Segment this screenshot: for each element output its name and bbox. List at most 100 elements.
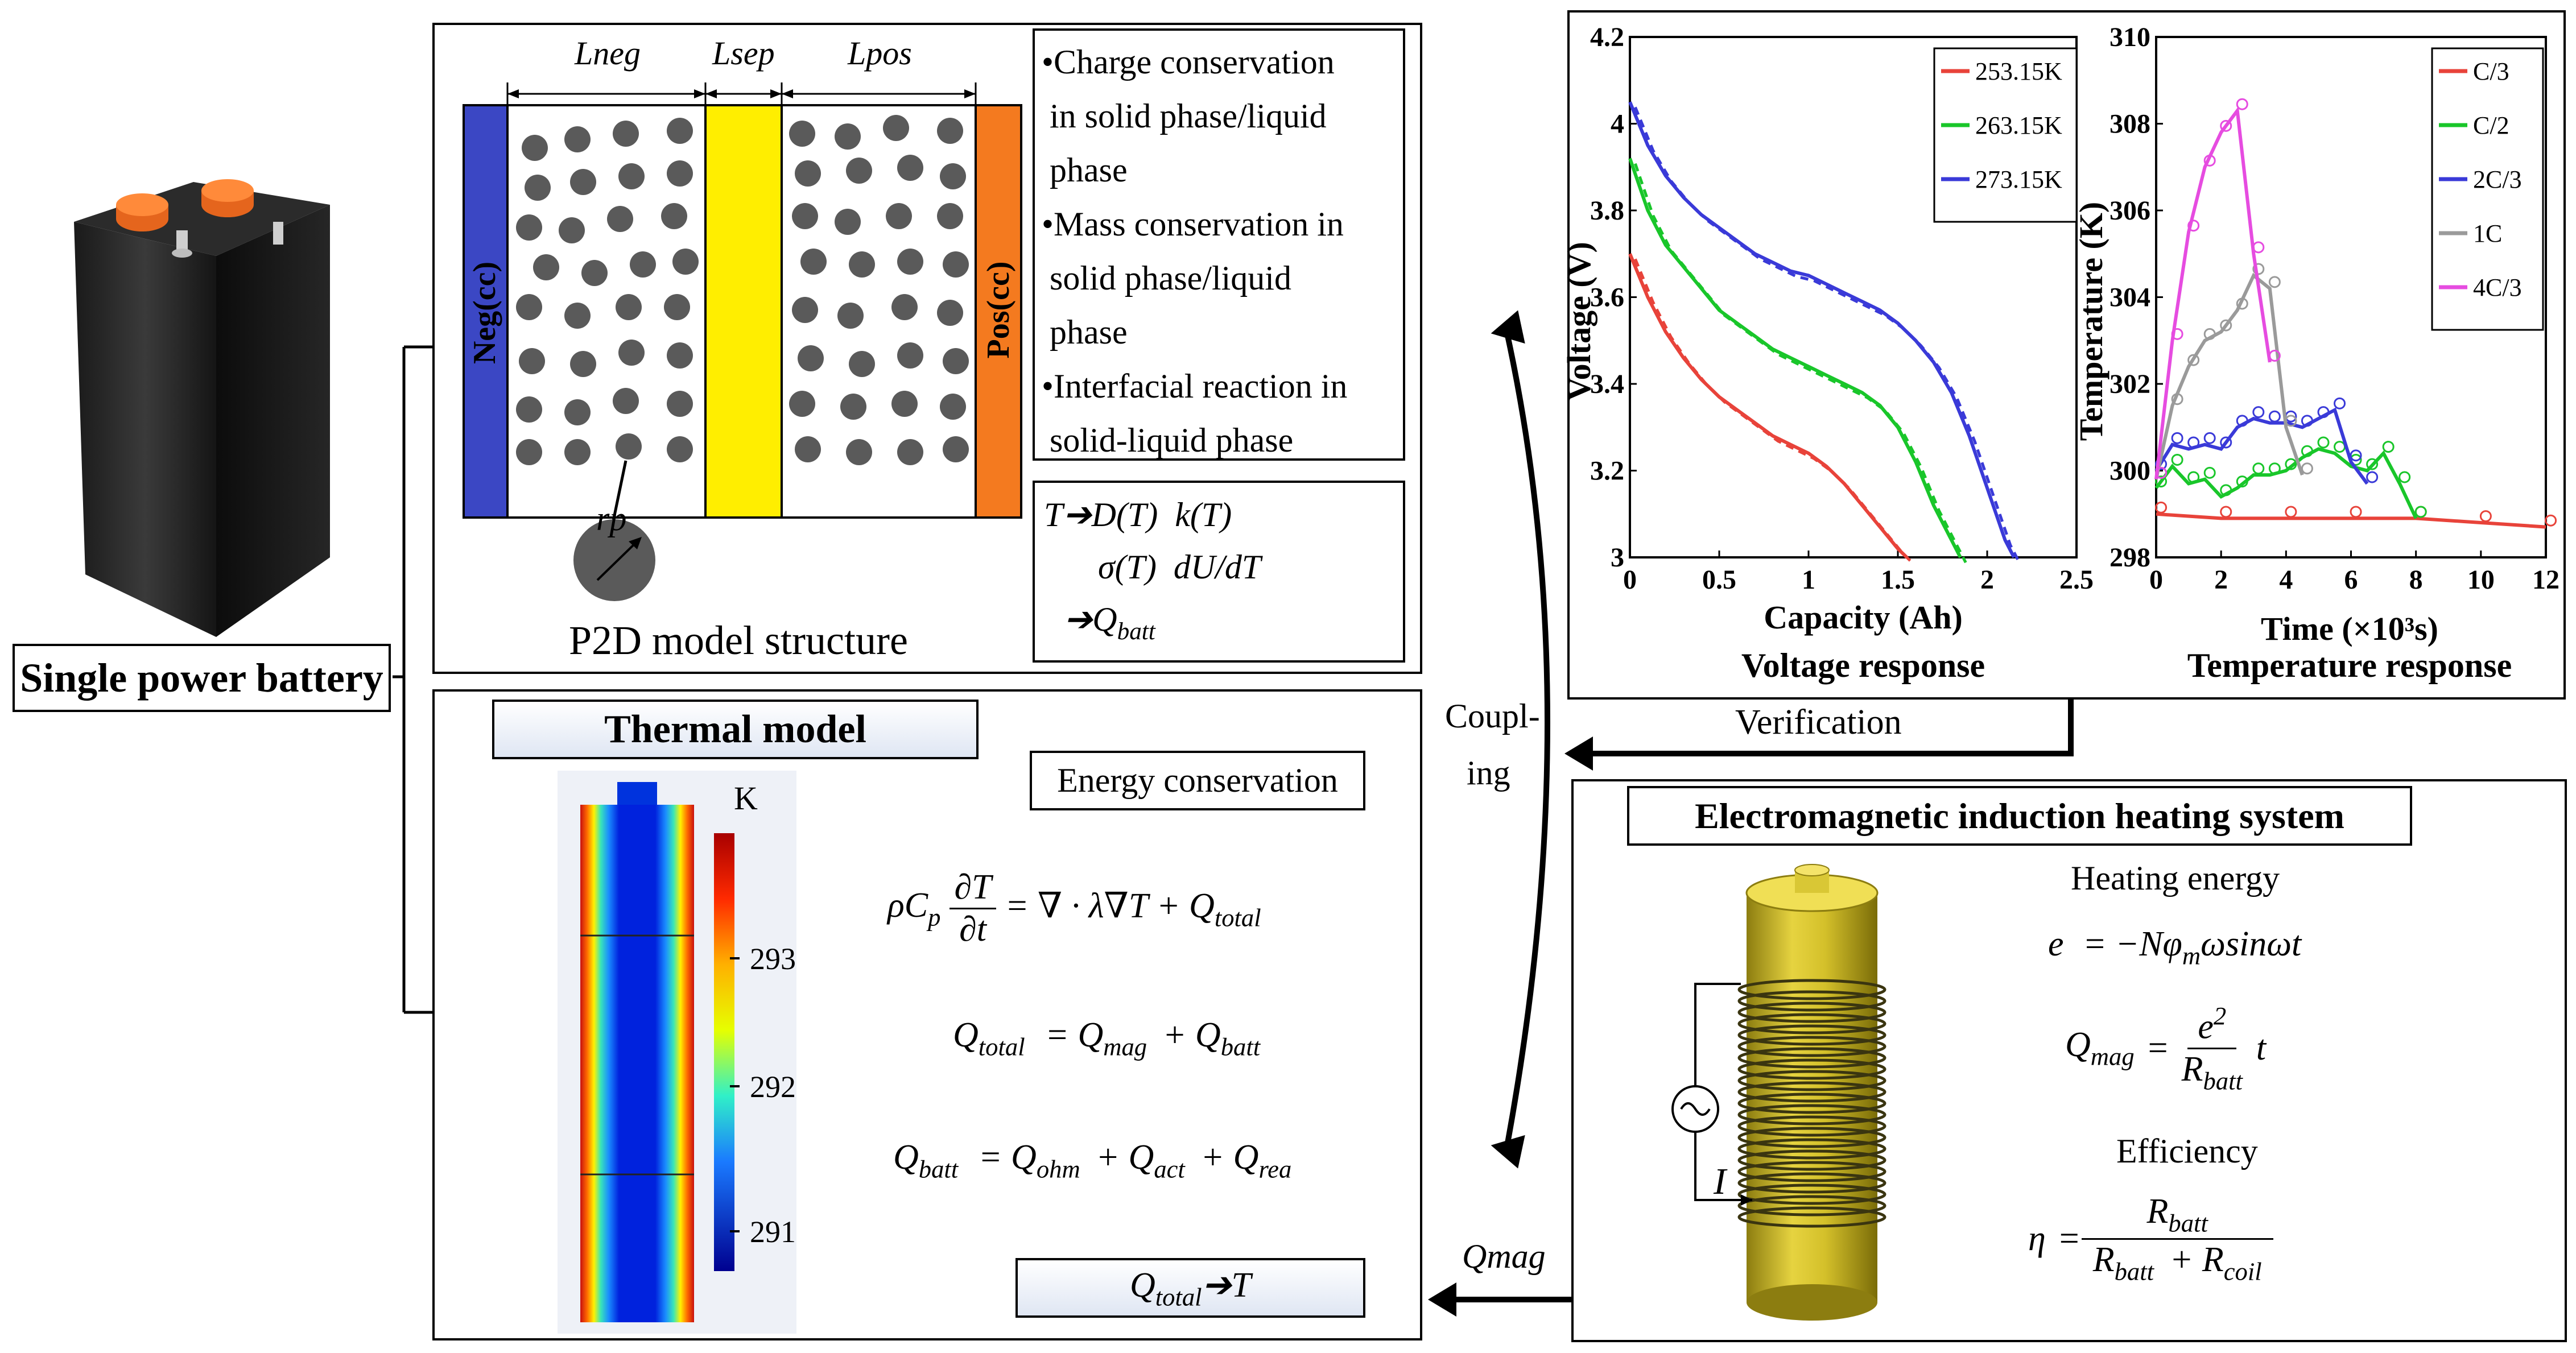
temperature-data-point	[2236, 98, 2248, 110]
temperature-data-point	[2317, 436, 2330, 449]
voltage-legend	[1933, 47, 2078, 223]
qmag-label: Qmag	[1462, 1238, 1546, 1275]
temperature-data-point	[2220, 484, 2232, 496]
temperature-data-point	[2155, 466, 2168, 479]
coil-windings	[1737, 979, 1886, 1228]
voltage-series-dashed	[1634, 106, 2021, 564]
voltage-ylabel: Voltage (V)	[1561, 242, 1597, 401]
temperature-data-point	[2155, 475, 2168, 488]
battery-label-box: Single power battery	[13, 644, 391, 712]
rp-label: rp	[596, 500, 627, 537]
temperature-data-point	[2187, 220, 2200, 232]
temperature-data-point	[2285, 415, 2297, 427]
temperature-data-point	[2285, 506, 2297, 518]
qtotal-to-t-box: Qtotal➔T	[1015, 1258, 1365, 1318]
dependency-line-1: T➔D(T) k(T)	[1044, 496, 1232, 533]
pos-cc-label: Pos(cc)	[981, 261, 1016, 359]
temperature-data-point	[2171, 393, 2183, 406]
color-scale	[714, 833, 734, 1271]
temperature-xtick-label: 2	[2214, 565, 2228, 595]
induction-panel	[1571, 779, 2567, 1342]
temperature-data-point	[2187, 436, 2200, 449]
p2d-bullet-line: •Charge conservation	[1042, 43, 1335, 81]
qbatt-equation: Qbatt = Qohm + Qact + Qrea	[893, 1138, 1292, 1184]
temperature-data-point	[2382, 441, 2395, 453]
temperature-data-point	[2479, 510, 2492, 523]
voltage-xtick-label: 2.5	[2059, 565, 2094, 595]
temperature-data-point	[2236, 297, 2248, 310]
temperature-series-line	[2154, 407, 2369, 485]
voltage-series-line	[1628, 253, 1908, 559]
induction-coil-diagram	[1671, 864, 1886, 1321]
efficiency-label: Efficiency	[2116, 1132, 2258, 1170]
scale-tick: 291	[750, 1215, 796, 1249]
dependency-line-2: σ(T) dU/dT	[1098, 548, 1261, 586]
temperature-data-point	[2301, 445, 2313, 457]
temperature-data-point	[2414, 506, 2427, 518]
temperature-ytick-label: 302	[2109, 369, 2150, 399]
lsep-label: Lsep	[712, 35, 775, 72]
thermal-title-box: Thermal model	[492, 700, 979, 759]
temperature-xtick-label: 8	[2409, 565, 2423, 595]
qmag-equation: Qmag = e2 Rbatt t	[2065, 1002, 2267, 1095]
temperature-data-point	[2236, 475, 2248, 488]
temperature-data-point	[2268, 349, 2281, 362]
voltage-ytick-label: 3.2	[1590, 456, 1624, 486]
qtotal-to-t: Qtotal➔T	[1129, 1266, 1252, 1311]
temperature-ytick-label: 310	[2109, 22, 2150, 52]
temperature-data-point	[2187, 471, 2200, 483]
temperature-data-point	[2203, 466, 2216, 479]
scale-tick: 293	[750, 942, 796, 976]
temperature-title: Temperature response	[2187, 647, 2512, 684]
scale-unit: K	[734, 780, 758, 817]
cell-top-cap	[617, 782, 657, 805]
temperature-ytick-label: 300	[2109, 456, 2150, 486]
temperature-ytick-label: 308	[2109, 109, 2150, 139]
temperature-data-point	[2220, 119, 2232, 132]
p2d-bullet-line: solid-liquid phase	[1050, 421, 1294, 459]
temperature-legend-label: C/3	[2473, 57, 2509, 85]
p2d-bullet-line: phase	[1050, 313, 1128, 351]
temperature-xtick-label: 10	[2467, 565, 2495, 595]
temperature-legend	[2431, 47, 2544, 331]
verification-label: Verification	[1735, 703, 1902, 742]
voltage-series-dashed	[1634, 258, 1913, 564]
voltage-xtick-label: 1.5	[1881, 565, 1915, 595]
temperature-data-point	[2268, 410, 2281, 423]
temperature-series-line	[2156, 512, 2546, 529]
temperature-data-point	[2171, 432, 2183, 444]
p2d-diagram	[463, 82, 1022, 601]
temperature-ylabel: Temperature (K)	[2073, 202, 2109, 441]
temperature-data-point	[2252, 406, 2265, 419]
temperature-data-point	[2155, 501, 2168, 514]
voltage-ytick-label: 4.2	[1590, 22, 1624, 52]
temperature-data-point	[2252, 241, 2265, 254]
temperature-data-point	[2171, 328, 2183, 340]
p2d-bullets-box: •Charge conservation in solid phase/liqu…	[1033, 28, 1405, 461]
temperature-data-point	[2220, 436, 2232, 449]
lpos-label: Lpos	[848, 35, 912, 72]
voltage-xtick-label: 0.5	[1702, 565, 1736, 595]
voltage-title: Voltage response	[1741, 647, 1985, 684]
lneg-label: Lneg	[575, 35, 641, 72]
temperature-data-point	[2366, 471, 2379, 483]
voltage-xlabel: Capacity (Ah)	[1764, 599, 1963, 636]
induction-title-box: Electromagnetic induction heating system	[1627, 786, 2412, 846]
temperature-data-point	[2285, 458, 2297, 470]
dependency-line-3: ➔Qbatt	[1064, 601, 1155, 646]
heating-energy-label: Heating energy	[2071, 859, 2280, 897]
temperature-xtick-label: 0	[2149, 565, 2163, 595]
p2d-bullet-line: in solid phase/liquid	[1050, 97, 1327, 135]
temperature-xtick-label: 12	[2532, 565, 2560, 595]
particles-negative	[516, 118, 699, 465]
temperature-data-point	[2301, 462, 2313, 475]
thermal-simulation	[558, 771, 796, 1334]
temperature-legend-label: 4C/3	[2473, 274, 2522, 301]
energy-conservation-label: Energy conservation	[1057, 762, 1338, 799]
temperature-data-point	[2187, 354, 2200, 366]
scale-tick: 292	[750, 1070, 796, 1104]
p2d-bullet-line: •Interfacial reaction in	[1042, 367, 1348, 405]
p2d-bullet-line: •Mass conservation in	[1042, 205, 1344, 243]
